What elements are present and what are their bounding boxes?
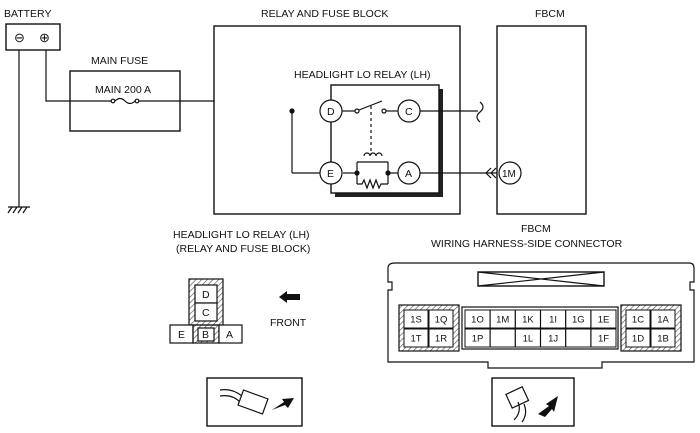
relay-connector-title-2: (RELAY AND FUSE BLOCK) [176, 243, 310, 255]
fbcm-pin-1a [650, 309, 676, 329]
battery: BATTERY ⊖ ⊕ [4, 8, 70, 214]
fbcm-connector-title-1: FBCM [521, 223, 551, 235]
relay-pin-b-label: B [202, 329, 209, 341]
relay-pin-e-label: E [178, 329, 185, 341]
fbcm-pin-label: 1I [549, 315, 557, 326]
relay-pin-d-label: D [202, 289, 210, 301]
fbcm-pin-grid: 1S 1Q 1T 1R 1O 1M 1K 1I 1G 1E 1P 1L 1J 1F 1C 1A 1D 1B [403, 309, 676, 348]
insert-arrow-icon [272, 398, 294, 410]
fbcm-pin-1t [403, 328, 429, 348]
fbcm-terminal-1m [498, 161, 522, 185]
fbcm-pin-1b [650, 328, 676, 348]
relay-terminal-e-label: E [327, 168, 334, 180]
relay-switch-icon [358, 100, 383, 111]
fbcm: FBCM 1M [496, 8, 587, 215]
fbcm-pin-label: 1A [657, 315, 669, 326]
fbcm-pin-label: 1K [522, 315, 534, 326]
fbcm-box [496, 25, 587, 215]
fbcm-terminal-1m-label: 1M [502, 169, 516, 180]
fbcm-pin-1f [590, 328, 617, 348]
fbcm-pin-label: 1O [471, 315, 484, 326]
front-arrow-icon [279, 291, 300, 303]
headlight-lo-relay: HEADLIGHT LO RELAY (LH) D C [289, 69, 498, 197]
connector-plug-icon [237, 389, 269, 415]
fbcm-pin-label: 1M [496, 315, 509, 326]
relay-pin-a-label: A [226, 329, 233, 341]
front-label: FRONT [270, 317, 307, 329]
fbcm-pin-label: 1E [598, 315, 610, 326]
relay-resistor-icon [357, 178, 388, 190]
relay-terminal-a-label: A [405, 168, 412, 180]
relay-connector-title-1: HEADLIGHT LO RELAY (LH) [173, 229, 310, 241]
fbcm-pin-label: 1R [435, 334, 447, 345]
fbcm-pin-label: 1S [410, 315, 422, 326]
fbcm-connector-thumbnail [491, 377, 575, 427]
relay-pin-a [218, 324, 243, 344]
relay-terminal-c-label: C [405, 106, 413, 118]
main-fuse-rating: MAIN 200 A [95, 84, 151, 96]
fbcm-pin-1q [428, 309, 454, 329]
relay-fuse-block-label: RELAY AND FUSE BLOCK [261, 8, 388, 20]
fbcm-pin-1c [625, 309, 651, 329]
fbcm-label: FBCM [535, 8, 565, 20]
fbcm-pin-label: 1L [523, 334, 534, 345]
relay-label: HEADLIGHT LO RELAY (LH) [294, 69, 431, 81]
relay-box [330, 84, 440, 194]
fbcm-pin-empty [489, 328, 516, 348]
relay-pin-c [194, 302, 218, 322]
fbcm-pin-label: 1C [632, 315, 644, 326]
main-fuse-label: MAIN FUSE [91, 55, 148, 67]
battery-label: BATTERY [4, 8, 51, 20]
battery-positive-icon: ⊕ [39, 30, 50, 45]
ground-icon [7, 206, 30, 214]
fbcm-pin-label: 1P [472, 334, 484, 345]
relay-coil-icon [357, 152, 388, 163]
battery-box [5, 23, 61, 51]
fbcm-pin-1d [625, 328, 651, 348]
relay-connector-view: HEADLIGHT LO RELAY (LH) (RELAY AND FUSE … [169, 229, 310, 344]
relay-terminal-d-label: D [327, 106, 335, 118]
battery-positive-wire [45, 50, 70, 102]
fbcm-pin-label: 1B [657, 334, 669, 345]
main-fuse: MAIN FUSE MAIN 200 A [69, 55, 181, 132]
fbcm-connector-housing [387, 262, 695, 369]
fbcm-insert-arrow-icon [538, 396, 558, 417]
relay-pin-b [197, 327, 215, 342]
battery-negative-icon: ⊖ [14, 30, 25, 45]
fbcm-plug-icon [505, 386, 530, 409]
fbcm-pin-label: 1G [572, 315, 585, 326]
fbcm-connector-title-2: WIRING HARNESS-SIDE CONNECTOR [431, 238, 623, 250]
fbcm-pin-label: 1Q [435, 315, 448, 326]
wire-break-icon [476, 101, 484, 123]
fbcm-pin-label: 1F [598, 334, 609, 345]
relay-terminal-e [319, 161, 343, 185]
relay-pin-c-label: C [202, 307, 210, 319]
fbcm-pin-label: 1J [548, 334, 558, 345]
fbcm-pin-empty [565, 328, 592, 348]
fbcm-pin-1s [403, 309, 429, 329]
fuse-icon [114, 97, 136, 105]
connector-chevron-icon [485, 167, 497, 179]
fbcm-pin-label: 1T [410, 334, 421, 345]
fbcm-pin-1e [590, 309, 617, 329]
relay-connector-thumbnail [206, 377, 303, 427]
fbcm-pin-label: 1D [632, 334, 644, 345]
fbcm-pin-1r [428, 328, 454, 348]
